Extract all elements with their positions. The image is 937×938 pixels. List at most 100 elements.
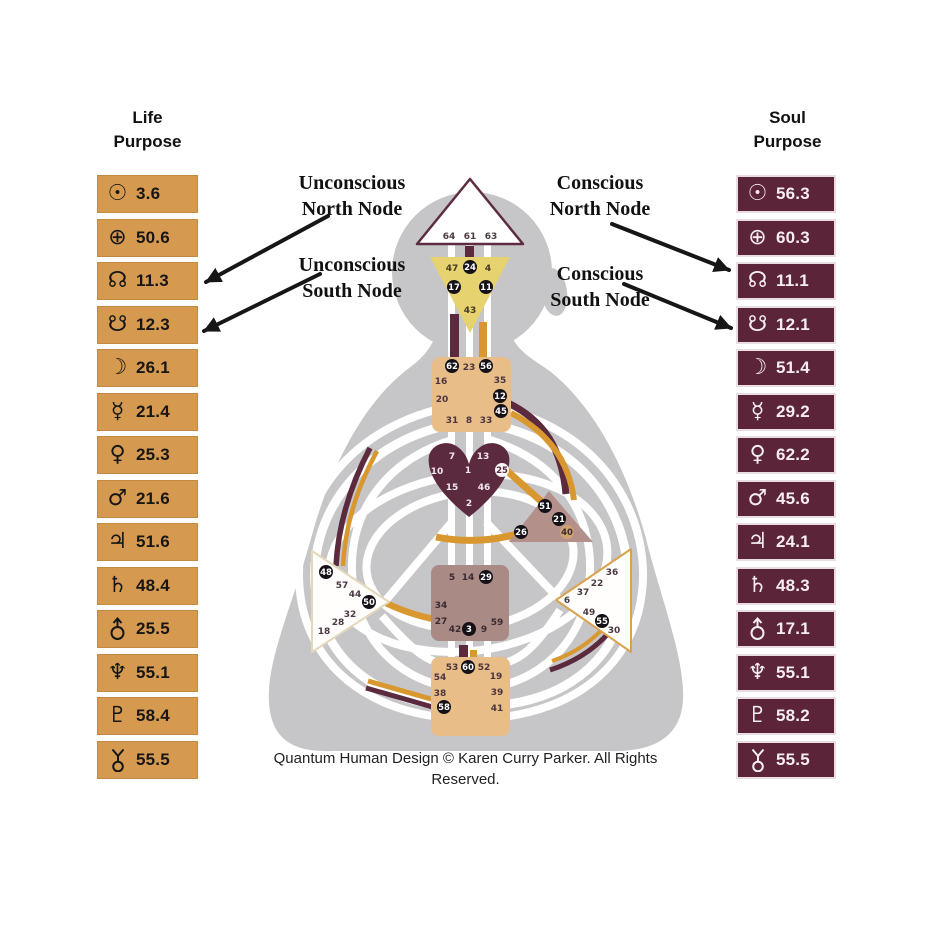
throat-gate-62: 62 bbox=[446, 362, 458, 372]
root-gate-60-circle bbox=[461, 660, 475, 674]
chiron-icon bbox=[104, 742, 131, 778]
soul-saturn-value: 48.3 bbox=[776, 575, 810, 595]
throat-gate-16: 16 bbox=[435, 377, 448, 387]
spleen-gate-48-circle bbox=[319, 565, 333, 579]
g-center-gate-13: 13 bbox=[477, 452, 490, 462]
saturn-icon: ♄ bbox=[107, 572, 128, 598]
sacral-gate-3-circle bbox=[462, 622, 476, 636]
life-pluto-value: 58.4 bbox=[136, 706, 170, 725]
root-gate-54: 54 bbox=[434, 673, 447, 683]
soul-mercury-value: 29.2 bbox=[776, 401, 810, 421]
mars-icon: ♂ bbox=[747, 485, 768, 511]
head-gate-63: 63 bbox=[485, 232, 498, 242]
throat-gate-33: 33 bbox=[480, 416, 493, 426]
earth-icon: ⊕ bbox=[748, 224, 767, 250]
life-jupiter-value: 51.6 bbox=[136, 532, 170, 551]
solar-plexus-gate-37: 37 bbox=[577, 588, 590, 598]
sacral-gate-29: 29 bbox=[480, 573, 492, 583]
earth-icon: ⊕ bbox=[108, 224, 127, 250]
throat-center bbox=[432, 357, 511, 432]
life-row-venus: ♀ 25.3 bbox=[97, 436, 198, 474]
throat-gate-56-circle bbox=[479, 359, 493, 373]
life-row-north-node: ☊ 11.3 bbox=[97, 262, 198, 300]
conscious-south-node-label: Conscious South Node bbox=[550, 263, 650, 311]
ego-gate-51-circle bbox=[538, 499, 552, 513]
arrow-conscious-south-node bbox=[622, 282, 733, 330]
soul-row-neptune: ♆ 55.1 bbox=[736, 653, 836, 692]
life-purpose-title: Life Purpose bbox=[95, 106, 200, 154]
life-row-moon: ☽ 26.1 bbox=[97, 349, 198, 387]
root-gate-58: 58 bbox=[438, 703, 450, 713]
solar-plexus-center bbox=[555, 548, 632, 653]
ajna-gate-24-circle bbox=[463, 260, 477, 274]
mars-icon: ♂ bbox=[107, 485, 128, 511]
sacral-gate-5: 5 bbox=[449, 573, 455, 583]
life-south-node-value: 12.3 bbox=[136, 314, 170, 334]
jupiter-icon: ♃ bbox=[107, 529, 128, 554]
arrow-unconscious-south-node bbox=[202, 272, 322, 333]
soul-jupiter-value: 24.1 bbox=[776, 532, 810, 551]
south-node-icon: ☋ bbox=[107, 311, 128, 337]
ajna-gate-11: 11 bbox=[480, 283, 492, 293]
life-row-mercury: ☿ 21.4 bbox=[97, 392, 198, 431]
solar-plexus-gate-22: 22 bbox=[591, 579, 604, 589]
head-center bbox=[415, 177, 525, 246]
sacral-gate-29-circle bbox=[479, 570, 493, 584]
soul-purpose-table: ☉ 56.3 ⊕ 60.3 ☊ 11.1 ☋ 12.1 ☽ 51.4 ☿ 29.… bbox=[736, 175, 836, 779]
soul-row-earth: ⊕ 60.3 bbox=[736, 218, 836, 257]
ego-gate-21: 21 bbox=[553, 515, 565, 525]
throat-gate-62-circle bbox=[445, 359, 459, 373]
ajna-gate-4: 4 bbox=[485, 264, 491, 274]
life-row-uranus: 25.5 bbox=[97, 610, 198, 648]
soul-row-mercury: ☿ 29.2 bbox=[736, 392, 836, 431]
sun-icon: ☉ bbox=[747, 181, 768, 206]
neptune-icon: ♆ bbox=[107, 659, 128, 685]
throat-gate-23: 23 bbox=[463, 363, 476, 373]
ajna-gate-17: 17 bbox=[448, 283, 460, 293]
soul-mars-value: 45.6 bbox=[776, 488, 810, 508]
life-row-mars: ♂ 21.6 bbox=[97, 479, 198, 518]
life-row-chiron: 55.5 bbox=[97, 740, 198, 779]
life-earth-value: 50.6 bbox=[136, 227, 170, 247]
head-gate-61: 61 bbox=[464, 232, 477, 242]
solar-plexus-gate-36: 36 bbox=[606, 568, 619, 578]
ajna-center bbox=[430, 257, 510, 333]
spleen-gate-48: 48 bbox=[320, 568, 332, 578]
soul-row-south-node: ☋ 12.1 bbox=[736, 305, 836, 344]
soul-row-mars: ♂ 45.6 bbox=[736, 479, 836, 518]
soul-title-line2: Purpose bbox=[753, 132, 822, 151]
throat-gate-8: 8 bbox=[466, 416, 472, 426]
g-center-gate-7: 7 bbox=[449, 452, 455, 462]
sacral-gate-34: 34 bbox=[435, 601, 448, 611]
spleen-gate-50-circle bbox=[362, 595, 376, 609]
throat-gate-35: 35 bbox=[494, 376, 507, 386]
ajna-gate-17-circle bbox=[447, 280, 461, 294]
soul-row-venus: ♀ 62.2 bbox=[736, 436, 836, 474]
north-node-icon: ☊ bbox=[747, 268, 768, 293]
arrow-unconscious-north-node bbox=[204, 214, 330, 284]
root-center bbox=[431, 657, 510, 736]
g-center-gate-1: 1 bbox=[465, 466, 471, 476]
unconscious-north-node-label: Unconscious North Node bbox=[298, 172, 406, 220]
life-chiron-value: 55.5 bbox=[136, 749, 170, 769]
soul-chiron-value: 55.5 bbox=[776, 749, 810, 769]
life-neptune-value: 55.1 bbox=[136, 662, 170, 682]
life-row-south-node: ☋ 12.3 bbox=[97, 305, 198, 344]
node-arrows bbox=[202, 214, 733, 333]
g-center-gate-2: 2 bbox=[466, 499, 472, 509]
sacral-gate-59: 59 bbox=[491, 618, 504, 628]
moon-icon: ☽ bbox=[747, 355, 768, 380]
soul-pluto-value: 58.2 bbox=[776, 706, 810, 725]
spleen-gate-57: 57 bbox=[336, 581, 349, 591]
soul-row-moon: ☽ 51.4 bbox=[736, 349, 836, 387]
ego-gate-21-circle bbox=[552, 512, 566, 526]
g-center-center bbox=[428, 443, 510, 517]
root-gate-19: 19 bbox=[490, 672, 503, 682]
sacral-gate-3: 3 bbox=[466, 625, 472, 635]
soul-south-node-value: 12.1 bbox=[776, 314, 810, 334]
ego-gate-26: 26 bbox=[515, 528, 527, 538]
g-center-gate-46: 46 bbox=[478, 483, 491, 493]
copyright-text: Quantum Human Design © Karen Curry Parke… bbox=[273, 750, 658, 788]
soul-row-pluto: ♇ 58.2 bbox=[736, 697, 836, 735]
